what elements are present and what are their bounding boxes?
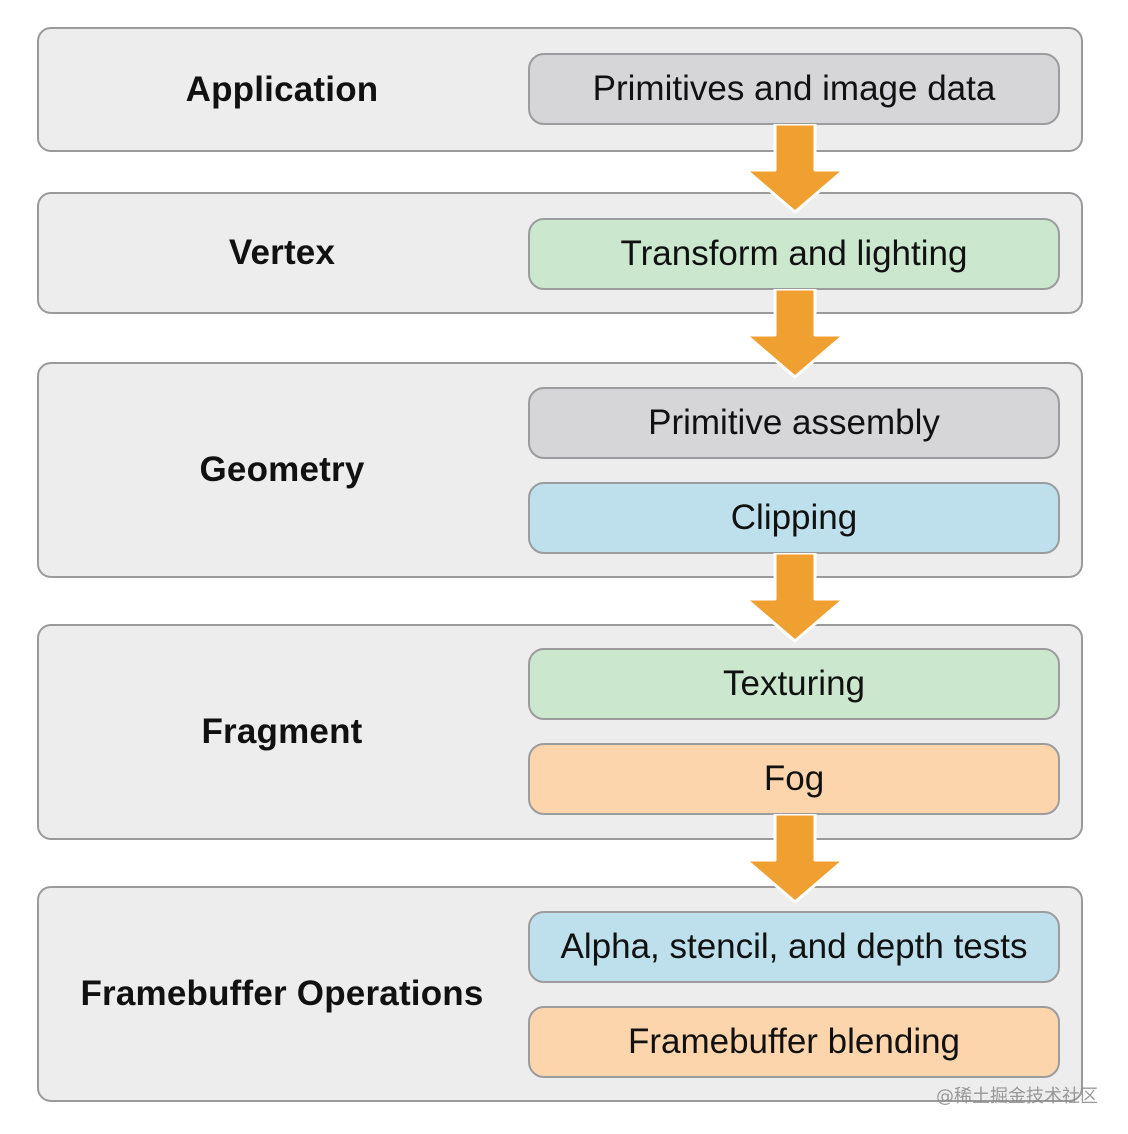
step-transform-and-lighting: Transform and lighting xyxy=(528,218,1060,290)
stage-title: Geometry xyxy=(199,450,365,489)
stage-title: Fragment xyxy=(201,712,363,751)
flow-arrow-icon xyxy=(744,553,846,643)
step-clipping: Clipping xyxy=(528,482,1060,554)
flow-arrow-icon xyxy=(744,814,846,904)
stage-title: Application xyxy=(185,69,379,109)
step-primitives-and-image-data: Primitives and image data xyxy=(528,53,1060,125)
step-primitive-assembly: Primitive assembly xyxy=(528,387,1060,459)
step-fog: Fog xyxy=(528,743,1060,815)
flow-arrow-icon xyxy=(744,124,846,214)
watermark: @稀土掘金技术社区 xyxy=(936,1086,1098,1107)
stage-title: Framebuffer Operations xyxy=(80,974,484,1013)
step-framebuffer-blending: Framebuffer blending xyxy=(528,1006,1060,1078)
step-texturing: Texturing xyxy=(528,648,1060,720)
step-alpha-stencil-depth-tests: Alpha, stencil, and depth tests xyxy=(528,911,1060,983)
flow-arrow-icon xyxy=(744,289,846,379)
stage-title: Vertex xyxy=(228,233,336,272)
